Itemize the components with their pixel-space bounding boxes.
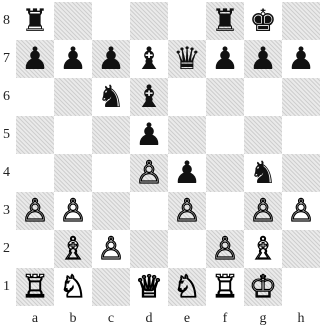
file-label-f: f bbox=[206, 311, 244, 329]
white-king-g1[interactable]: ♔ bbox=[244, 268, 282, 306]
white-bishop-g2[interactable]: ♗ bbox=[244, 230, 282, 268]
black-pawn-f7[interactable]: ♟ bbox=[206, 40, 244, 78]
square-c1[interactable] bbox=[92, 268, 130, 306]
square-b5[interactable] bbox=[54, 116, 92, 154]
white-pawn-d4[interactable]: ♙ bbox=[130, 154, 168, 192]
square-h5[interactable] bbox=[282, 116, 320, 154]
black-bishop-d7[interactable]: ♝ bbox=[130, 40, 168, 78]
black-king-g8[interactable]: ♚ bbox=[244, 2, 282, 40]
white-bishop-b2[interactable]: ♗ bbox=[54, 230, 92, 268]
square-b6[interactable] bbox=[54, 78, 92, 116]
square-a4[interactable] bbox=[16, 154, 54, 192]
black-bishop-d6[interactable]: ♝ bbox=[130, 78, 168, 116]
square-e6[interactable] bbox=[168, 78, 206, 116]
rank-label-5: 5 bbox=[3, 116, 15, 154]
rank-label-4: 4 bbox=[3, 154, 15, 192]
square-h2[interactable] bbox=[282, 230, 320, 268]
white-knight-e1[interactable]: ♘ bbox=[168, 268, 206, 306]
file-label-a: a bbox=[16, 311, 54, 329]
square-d3[interactable] bbox=[130, 192, 168, 230]
square-h6[interactable] bbox=[282, 78, 320, 116]
black-pawn-a7[interactable]: ♟ bbox=[16, 40, 54, 78]
square-c8[interactable] bbox=[92, 2, 130, 40]
black-pawn-d5[interactable]: ♟ bbox=[130, 116, 168, 154]
square-c5[interactable] bbox=[92, 116, 130, 154]
square-d2[interactable] bbox=[130, 230, 168, 268]
square-f3[interactable] bbox=[206, 192, 244, 230]
black-pawn-h7[interactable]: ♟ bbox=[282, 40, 320, 78]
square-b8[interactable] bbox=[54, 2, 92, 40]
black-rook-a8[interactable]: ♜ bbox=[16, 2, 54, 40]
square-a5[interactable] bbox=[16, 116, 54, 154]
black-knight-g4[interactable]: ♞ bbox=[244, 154, 282, 192]
file-label-c: c bbox=[92, 311, 130, 329]
square-h4[interactable] bbox=[282, 154, 320, 192]
square-a6[interactable] bbox=[16, 78, 54, 116]
white-pawn-f2[interactable]: ♙ bbox=[206, 230, 244, 268]
rank-label-8: 8 bbox=[3, 2, 15, 40]
white-pawn-g3[interactable]: ♙ bbox=[244, 192, 282, 230]
square-d8[interactable] bbox=[130, 2, 168, 40]
file-label-g: g bbox=[244, 311, 282, 329]
white-rook-a1[interactable]: ♖ bbox=[16, 268, 54, 306]
white-rook-f1[interactable]: ♖ bbox=[206, 268, 244, 306]
square-b4[interactable] bbox=[54, 154, 92, 192]
square-h8[interactable] bbox=[282, 2, 320, 40]
white-pawn-e3[interactable]: ♙ bbox=[168, 192, 206, 230]
square-e5[interactable] bbox=[168, 116, 206, 154]
square-e8[interactable] bbox=[168, 2, 206, 40]
square-a2[interactable] bbox=[16, 230, 54, 268]
square-c3[interactable] bbox=[92, 192, 130, 230]
rank-label-6: 6 bbox=[3, 78, 15, 116]
file-label-e: e bbox=[168, 311, 206, 329]
square-e2[interactable] bbox=[168, 230, 206, 268]
white-pawn-h3[interactable]: ♙ bbox=[282, 192, 320, 230]
chess-board: ♜♜♚♟♟♟♝♛♟♟♟♞♝♟♟♞♙♙♙♙♙♙♗♙♙♗♖♘♕♘♖♔ bbox=[16, 2, 320, 306]
square-f4[interactable] bbox=[206, 154, 244, 192]
square-g5[interactable] bbox=[244, 116, 282, 154]
square-c4[interactable] bbox=[92, 154, 130, 192]
file-label-b: b bbox=[54, 311, 92, 329]
black-pawn-g7[interactable]: ♟ bbox=[244, 40, 282, 78]
white-queen-d1[interactable]: ♕ bbox=[130, 268, 168, 306]
black-pawn-b7[interactable]: ♟ bbox=[54, 40, 92, 78]
white-pawn-c2[interactable]: ♙ bbox=[92, 230, 130, 268]
black-knight-c6[interactable]: ♞ bbox=[92, 78, 130, 116]
square-f5[interactable] bbox=[206, 116, 244, 154]
square-h1[interactable] bbox=[282, 268, 320, 306]
white-knight-b1[interactable]: ♘ bbox=[54, 268, 92, 306]
black-pawn-e4[interactable]: ♟ bbox=[168, 154, 206, 192]
file-label-d: d bbox=[130, 311, 168, 329]
black-queen-e7[interactable]: ♛ bbox=[168, 40, 206, 78]
rank-label-3: 3 bbox=[3, 192, 15, 230]
file-label-h: h bbox=[282, 311, 320, 329]
square-f6[interactable] bbox=[206, 78, 244, 116]
white-pawn-a3[interactable]: ♙ bbox=[16, 192, 54, 230]
rank-label-1: 1 bbox=[3, 268, 15, 306]
white-pawn-b3[interactable]: ♙ bbox=[54, 192, 92, 230]
black-pawn-c7[interactable]: ♟ bbox=[92, 40, 130, 78]
square-g6[interactable] bbox=[244, 78, 282, 116]
black-rook-f8[interactable]: ♜ bbox=[206, 2, 244, 40]
rank-label-2: 2 bbox=[3, 230, 15, 268]
rank-label-7: 7 bbox=[3, 40, 15, 78]
